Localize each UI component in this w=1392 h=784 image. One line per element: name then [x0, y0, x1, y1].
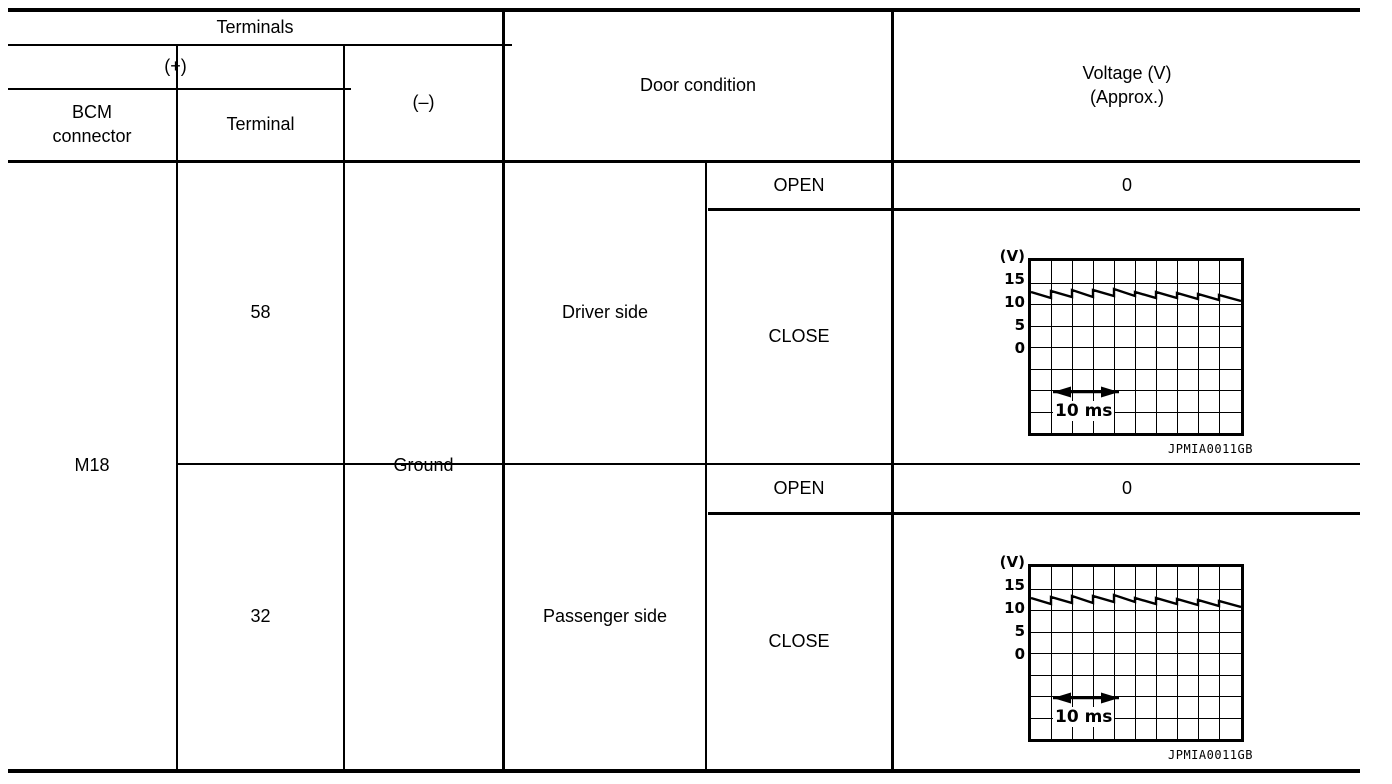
y-tick-label-5: 5: [1014, 316, 1025, 334]
y-axis-unit-label: (V): [999, 553, 1025, 571]
gridline-h: [1031, 304, 1241, 305]
gridline-h: [1031, 717, 1241, 719]
timebase-arrow-icon: [1053, 386, 1119, 398]
gridline-h: [1031, 390, 1241, 391]
waveform-trace: [1031, 593, 1241, 609]
col-rule-neg-door: [502, 8, 505, 769]
figure-code-label: JPMIA0011GB: [1168, 442, 1253, 456]
figure-code-label: JPMIA0011GB: [1168, 748, 1253, 762]
cell-driver-state-open: OPEN: [773, 174, 825, 195]
header-voltage: Voltage (V) (Approx.): [1082, 63, 1172, 107]
header-rule-terminals: [8, 44, 512, 46]
waveform-plot-area: 10 ms: [1028, 564, 1244, 742]
cell-passenger-state-open: OPEN: [773, 477, 825, 498]
waveform-plot-area: 10 ms: [1028, 258, 1244, 436]
cell-passenger-voltage-open: 0: [1121, 477, 1132, 498]
y-axis-unit-label: (V): [999, 247, 1025, 265]
cell-negative-ground: Ground: [393, 455, 454, 476]
row-rule-driver-open-close: [708, 208, 1360, 211]
row-rule-driver-passenger: [176, 463, 1360, 465]
y-tick-label-5: 5: [1014, 622, 1025, 640]
waveform-y-axis-labels: (V) 15 10 5 0: [983, 246, 1025, 356]
gridline-h: [1031, 588, 1241, 590]
cell-driver-state-close: CLOSE: [768, 326, 830, 347]
cell-door-side-driver: Driver side: [561, 302, 649, 323]
gridline-h: [1031, 631, 1241, 633]
y-tick-label-15: 15: [1004, 576, 1025, 594]
y-tick-label-0: 0: [1014, 339, 1025, 357]
cell-bcm-connector-m18: M18: [74, 455, 110, 476]
y-tick-label-10: 10: [1004, 293, 1025, 311]
header-terminals: Terminals: [216, 17, 294, 38]
timebase-label: 10 ms: [1053, 707, 1115, 727]
cell-terminal-32: 32: [250, 606, 271, 627]
timebase-label: 10 ms: [1053, 401, 1115, 421]
col-rule-bcm-terminal: [176, 44, 178, 769]
waveform-y-axis-labels: (V) 15 10 5 0: [983, 552, 1025, 662]
header-bcm-connector: BCM connector: [52, 102, 132, 146]
gridline-h: [1031, 653, 1241, 654]
gridline-h: [1031, 696, 1241, 697]
waveform-passenger-close: (V) 15 10 5 0: [983, 552, 1313, 770]
gridline-h: [1031, 368, 1241, 370]
waveform-driver-close: (V) 15 10 5 0: [983, 246, 1313, 464]
cell-passenger-state-close: CLOSE: [768, 631, 830, 652]
cell-terminal-58: 58: [250, 302, 271, 323]
header-rule-plus: [8, 88, 351, 90]
timebase-arrow-icon: [1053, 692, 1119, 704]
table-top-border: [8, 8, 1360, 12]
gridline-h: [1031, 610, 1241, 611]
col-rule-terminal-neg: [343, 44, 345, 769]
gridline-h: [1031, 411, 1241, 413]
y-tick-label-15: 15: [1004, 270, 1025, 288]
header-negative: (–): [412, 92, 435, 113]
gridline-h: [1031, 325, 1241, 327]
voltage-measurement-table: Terminals (+) (–) BCM connector Terminal…: [8, 8, 1360, 773]
header-door-condition: Door condition: [639, 75, 757, 96]
cell-door-side-passenger: Passenger side: [542, 606, 668, 627]
gridline-h: [1031, 674, 1241, 676]
table-bottom-border: [8, 769, 1360, 773]
waveform-trace: [1031, 287, 1241, 303]
cell-driver-voltage-open: 0: [1121, 174, 1132, 195]
col-rule-state-voltage: [891, 8, 894, 769]
row-rule-passenger-open-close: [708, 512, 1360, 515]
header-positive: (+): [164, 56, 187, 77]
y-tick-label-10: 10: [1004, 599, 1025, 617]
y-tick-label-0: 0: [1014, 645, 1025, 663]
gridline-h: [1031, 282, 1241, 284]
header-bottom-rule: [8, 160, 1360, 163]
gridline-h: [1031, 347, 1241, 348]
header-terminal: Terminal: [226, 114, 295, 135]
col-rule-door-state: [705, 160, 707, 769]
